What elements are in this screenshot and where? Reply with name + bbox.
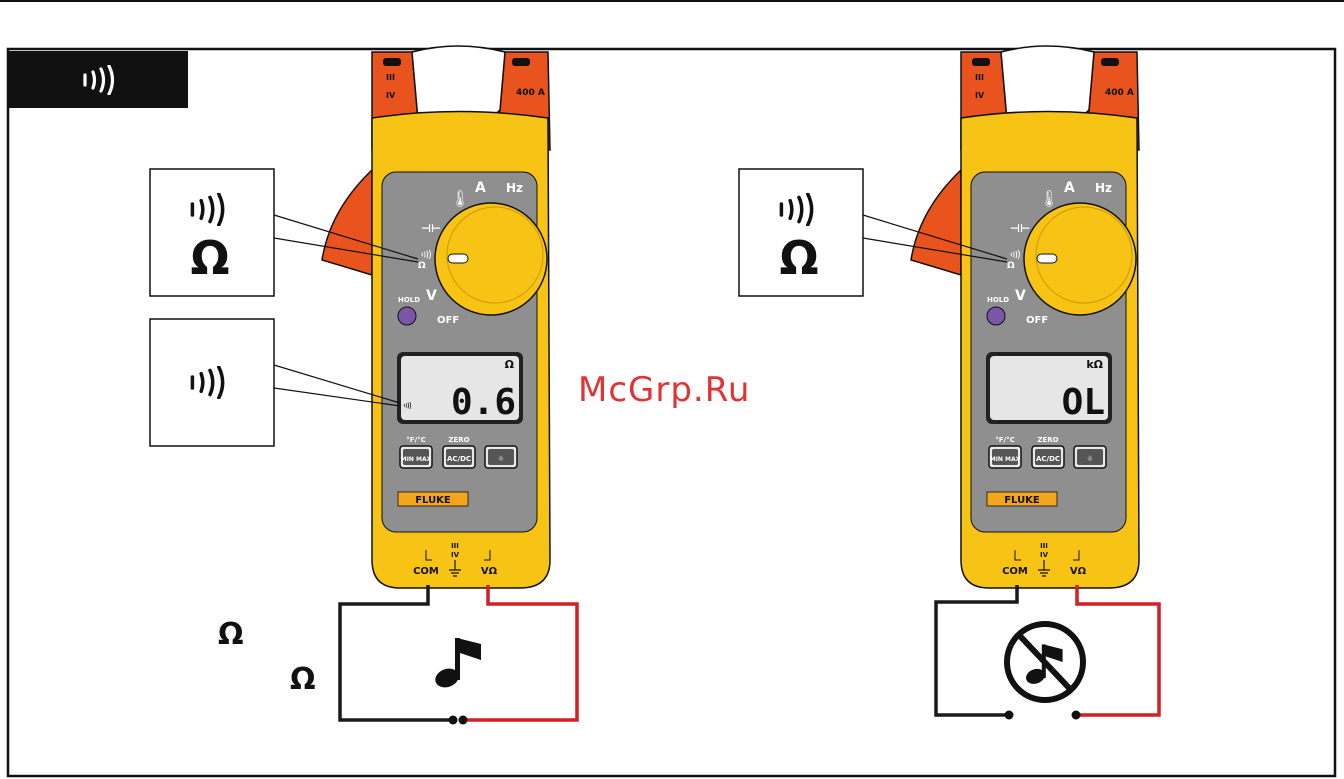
panel-button-label: ☼ xyxy=(1087,455,1093,463)
dial-ohm-label: Ω xyxy=(418,261,426,271)
jack-cat-top: III xyxy=(451,542,459,550)
black-test-lead xyxy=(340,585,455,720)
probe-tip-black xyxy=(1005,711,1014,720)
lcd-unit: kΩ xyxy=(1086,358,1103,371)
test-circuit xyxy=(340,585,577,725)
jaw-trigger[interactable] xyxy=(911,170,961,275)
amps-label: A xyxy=(1064,180,1075,196)
brand-name: FLUKE xyxy=(1004,495,1040,506)
panel-button-label: ☼ xyxy=(498,455,504,463)
hold-button[interactable] xyxy=(987,307,1005,325)
brand-name: FLUKE xyxy=(415,495,451,506)
amps-label: A xyxy=(475,180,486,196)
button-shift-label: °F/°C xyxy=(406,436,425,444)
dial-pointer xyxy=(1037,254,1057,263)
hold-label: HOLD xyxy=(398,296,420,304)
jack-cat-bottom: IV xyxy=(1040,551,1049,559)
button-shift-label: ZERO xyxy=(448,436,469,444)
black-test-lead xyxy=(936,585,1017,715)
button-shift-label: ZERO xyxy=(1037,436,1058,444)
lcd-reading: 0.6 xyxy=(451,382,516,423)
panel-button-label: AC/DC xyxy=(447,455,471,463)
capacitance-icon: ⊣⊢ xyxy=(1010,222,1030,235)
clamp-rating: 400 A xyxy=(516,88,545,98)
panel-button-label: MIN MAX xyxy=(990,456,1021,463)
com-jack-label: COM xyxy=(1002,566,1028,577)
hold-button[interactable] xyxy=(398,307,416,325)
com-jack-label: COM xyxy=(413,566,439,577)
callout-ohm-symbol: Ω xyxy=(190,231,229,285)
beep-note-icon xyxy=(433,638,481,691)
hz-label: Hz xyxy=(1095,181,1112,195)
header-tab xyxy=(9,51,188,108)
panel-button-label: MIN MAX xyxy=(401,456,432,463)
jaw-cat-top: III xyxy=(386,73,395,82)
probe-tip-red xyxy=(459,716,468,725)
temperature-icon: 🌡 xyxy=(1039,189,1059,208)
side-label-ohm-2: Ω xyxy=(290,662,316,697)
off-label: OFF xyxy=(437,315,459,326)
off-label: OFF xyxy=(1026,315,1048,326)
volts-label: V xyxy=(1015,288,1026,304)
callout-lcd xyxy=(150,319,400,446)
temperature-icon: 🌡 xyxy=(450,189,470,208)
vohm-jack-label: VΩ xyxy=(1070,566,1087,577)
jaw-cat-top: III xyxy=(975,73,984,82)
lcd-unit: Ω xyxy=(505,358,515,371)
side-label-ohm-1: Ω xyxy=(218,617,244,652)
jaw-cat-bottom: IV xyxy=(386,91,396,100)
capacitance-icon: ⊣⊢ xyxy=(421,222,441,235)
panel-button-label: AC/DC xyxy=(1036,455,1060,463)
probe-tip-red xyxy=(1072,711,1081,720)
hz-label: Hz xyxy=(506,181,523,195)
red-test-lead xyxy=(1077,585,1159,715)
clamp-rating: 400 A xyxy=(1105,88,1134,98)
dial-ohm-label: Ω xyxy=(1007,261,1015,271)
dial-pointer xyxy=(448,254,468,263)
jaw-cat-bottom: IV xyxy=(975,91,985,100)
button-shift-label: °F/°C xyxy=(995,436,1014,444)
watermark: McGrp.Ru xyxy=(578,370,750,410)
jack-cat-bottom: IV xyxy=(451,551,460,559)
callout-ohm-symbol: Ω xyxy=(779,231,818,285)
hold-label: HOLD xyxy=(987,296,1009,304)
vohm-jack-label: VΩ xyxy=(481,566,498,577)
test-circuit xyxy=(935,585,1159,720)
volts-label: V xyxy=(426,288,437,304)
lcd-reading: OL xyxy=(1062,382,1105,423)
jaw-trigger[interactable] xyxy=(322,170,372,275)
probe-tip-black xyxy=(449,716,458,725)
no-beep-icon xyxy=(1007,624,1083,700)
jack-cat-top: III xyxy=(1040,542,1048,550)
